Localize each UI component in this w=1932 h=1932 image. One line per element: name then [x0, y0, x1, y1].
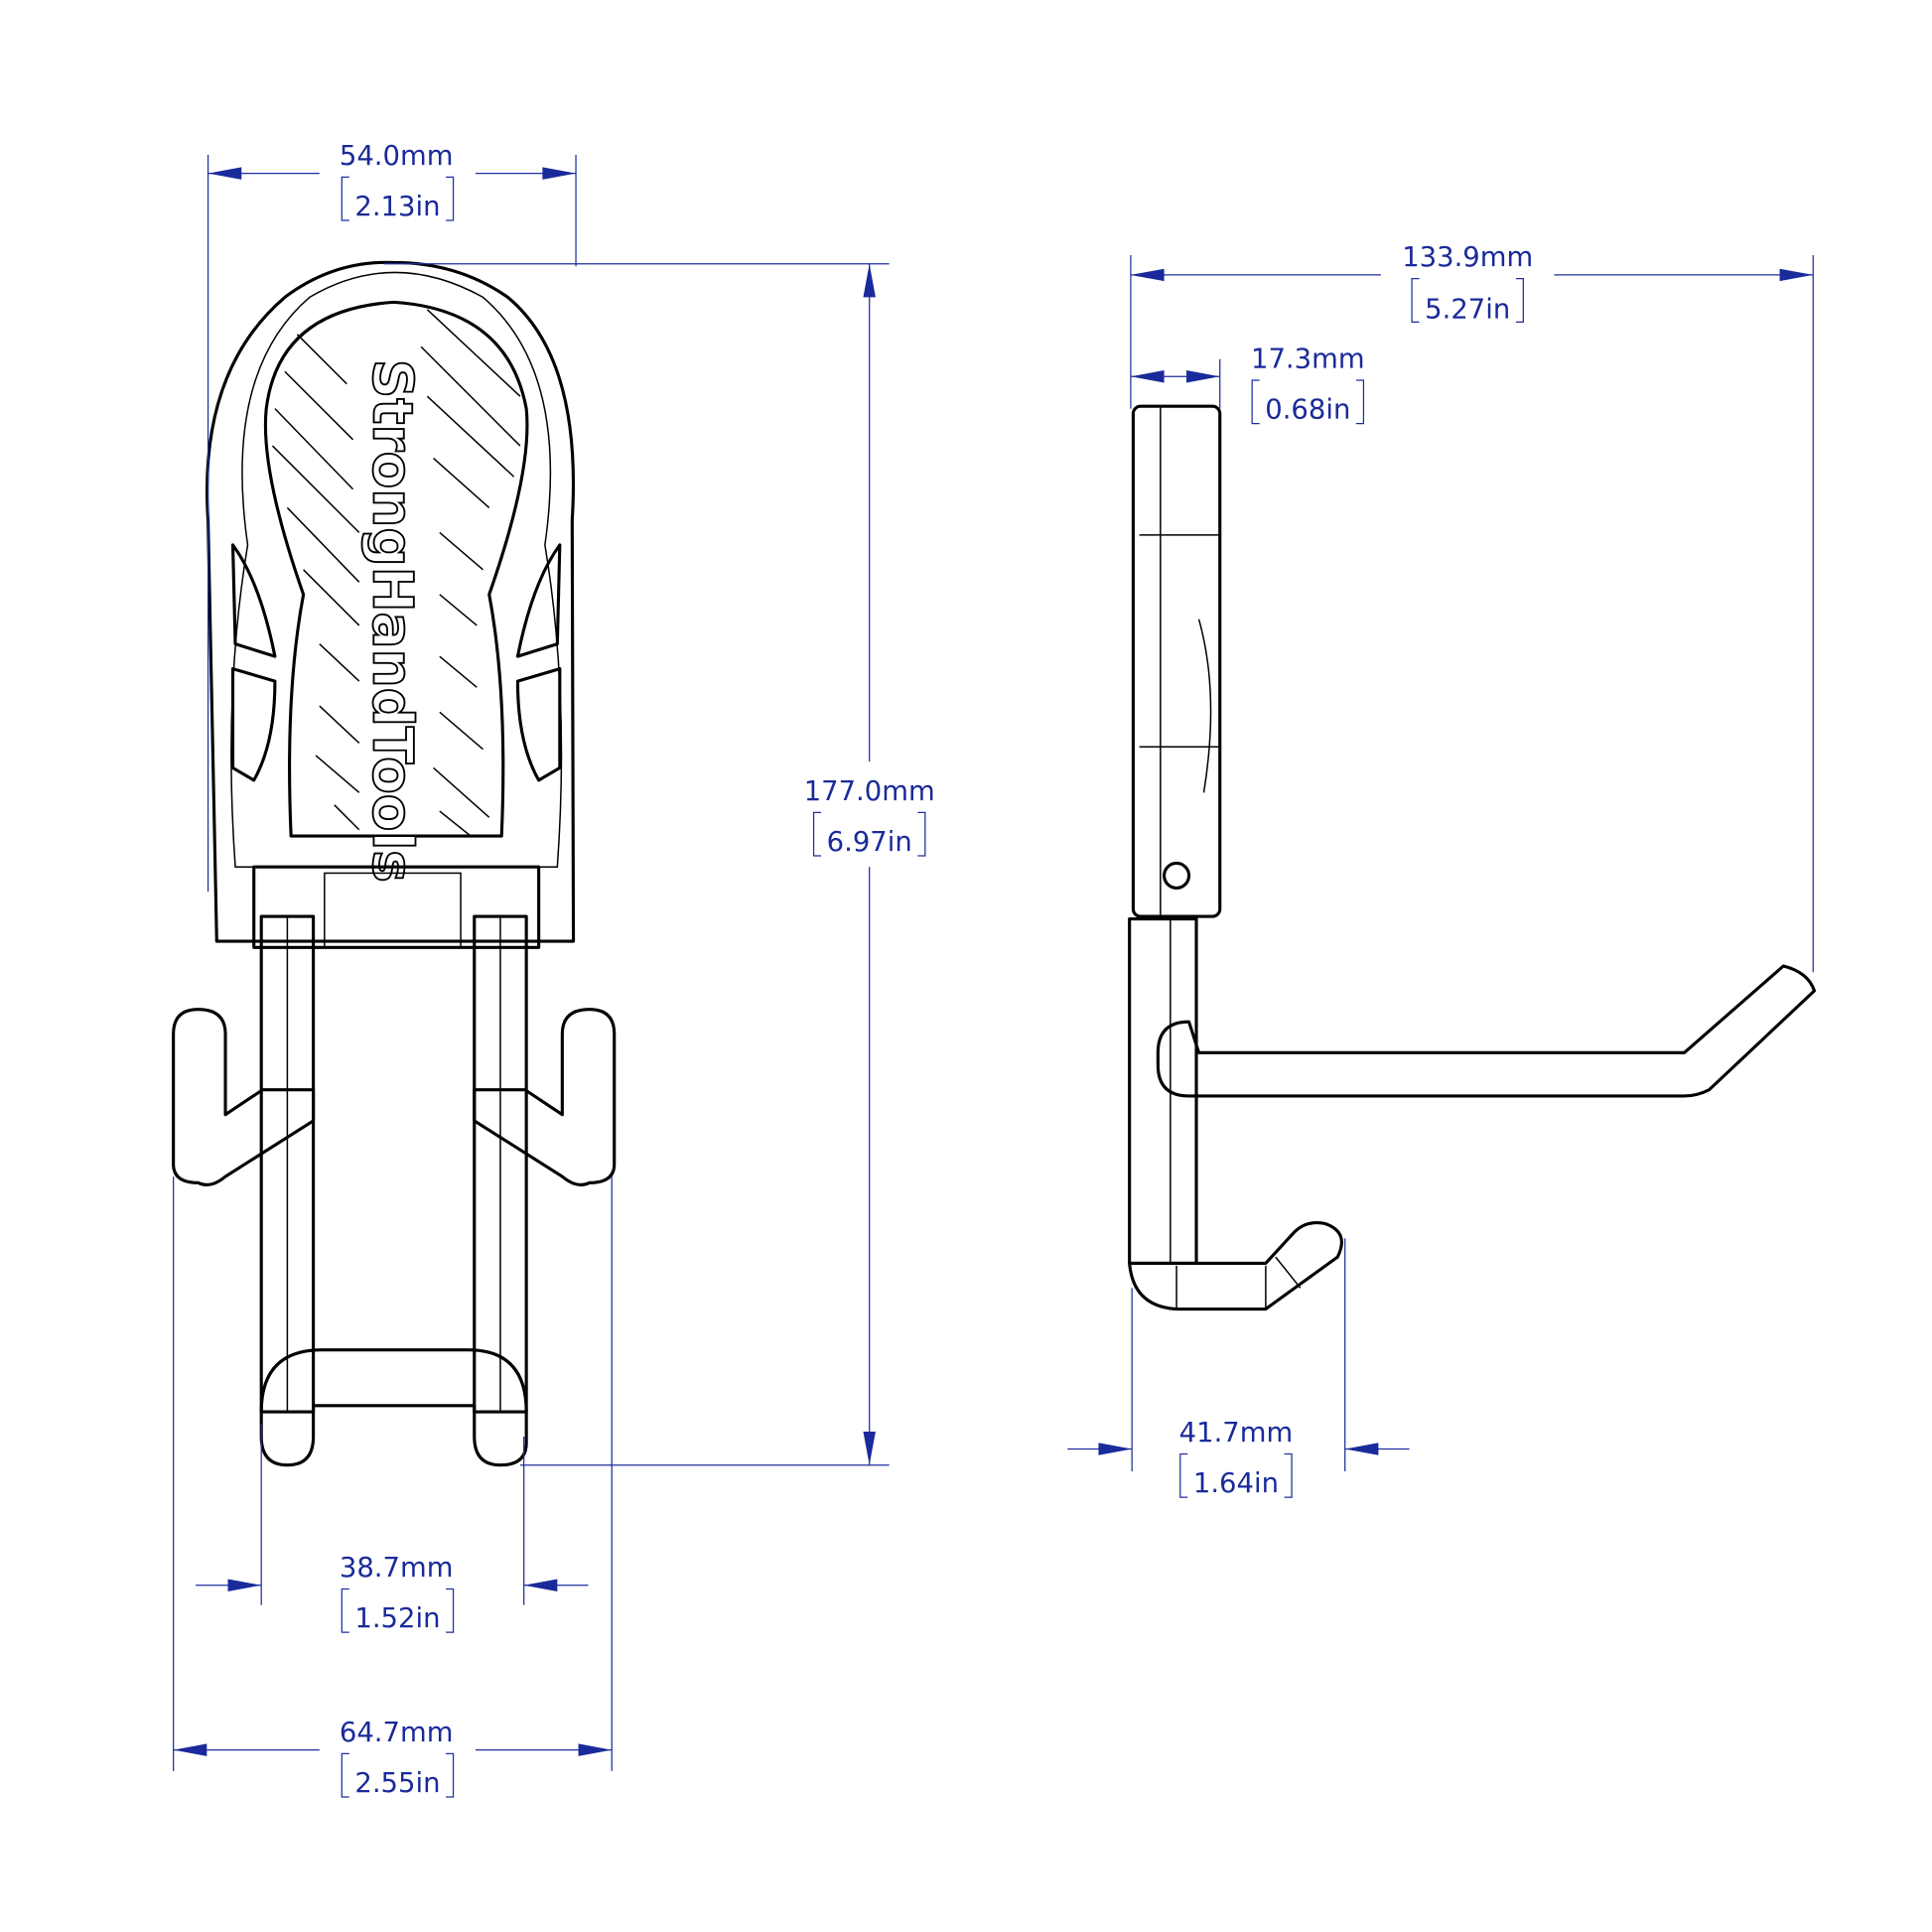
- logo-panel: [263, 300, 529, 838]
- dim-hook-outer-width-in: 2.55in: [354, 1768, 440, 1799]
- hinge-pin: [1163, 861, 1191, 890]
- dimension-front-height: 177.0mm 6.97in: [383, 263, 935, 1466]
- dim-lower-hook-depth-mm: 41.7mm: [1179, 1418, 1294, 1449]
- side-plate: [1131, 404, 1222, 918]
- dimension-front-width: 54.0mm 2.13in: [207, 141, 577, 893]
- mounting-plate-outline: [206, 260, 576, 943]
- dim-hook-outer-width-mm: 64.7mm: [340, 1718, 454, 1748]
- dim-plate-thickness-in: 0.68in: [1265, 395, 1350, 426]
- dim-hook-inner-width-mm: 38.7mm: [340, 1553, 454, 1584]
- left-side-slot-lower: [230, 667, 277, 782]
- dim-front-width-mm: 54.0mm: [340, 141, 454, 172]
- dimension-side-depth: 133.9mm 5.27in: [1130, 242, 1814, 973]
- right-side-slot-lower: [515, 667, 562, 782]
- plate-inner-rim: [230, 271, 563, 868]
- dim-front-height-mm: 177.0mm: [804, 776, 935, 807]
- left-side-slot-upper: [230, 543, 277, 658]
- right-side-slot-upper: [515, 543, 562, 658]
- side-upright: [1128, 917, 1198, 1265]
- dimension-hook-inner-width: 38.7mm 1.52in: [196, 1424, 589, 1634]
- left-hook: [172, 1008, 316, 1186]
- dim-front-height-in: 6.97in: [827, 827, 912, 858]
- grip-ribs: [271, 309, 521, 837]
- side-slot: [1197, 619, 1212, 793]
- bottom-crossbar: [259, 1348, 528, 1467]
- dimension-plate-thickness: 17.3mm 0.68in: [1130, 344, 1365, 426]
- dim-lower-hook-depth-in: 1.64in: [1193, 1468, 1279, 1499]
- front-view: StrongHandTools: [172, 260, 617, 1467]
- dimension-hook-outer-width: 64.7mm 2.55in: [173, 1176, 613, 1799]
- dim-plate-thickness-mm: 17.3mm: [1251, 344, 1365, 374]
- dim-side-depth-mm: 133.9mm: [1402, 242, 1533, 273]
- logo-text: StrongHandTools: [361, 359, 425, 883]
- hinge-center: [324, 872, 462, 949]
- main-hook-arm: [1156, 964, 1817, 1098]
- dim-hook-inner-width-in: 1.52in: [354, 1603, 440, 1634]
- dim-front-width-in: 2.13in: [354, 192, 440, 222]
- lower-hook-arm: [1128, 1221, 1343, 1311]
- dim-side-depth-in: 5.27in: [1425, 295, 1510, 326]
- side-view: [1128, 404, 1817, 1311]
- right-hook: [473, 1008, 617, 1186]
- dimension-lower-hook-depth: 41.7mm 1.64in: [1067, 1238, 1410, 1499]
